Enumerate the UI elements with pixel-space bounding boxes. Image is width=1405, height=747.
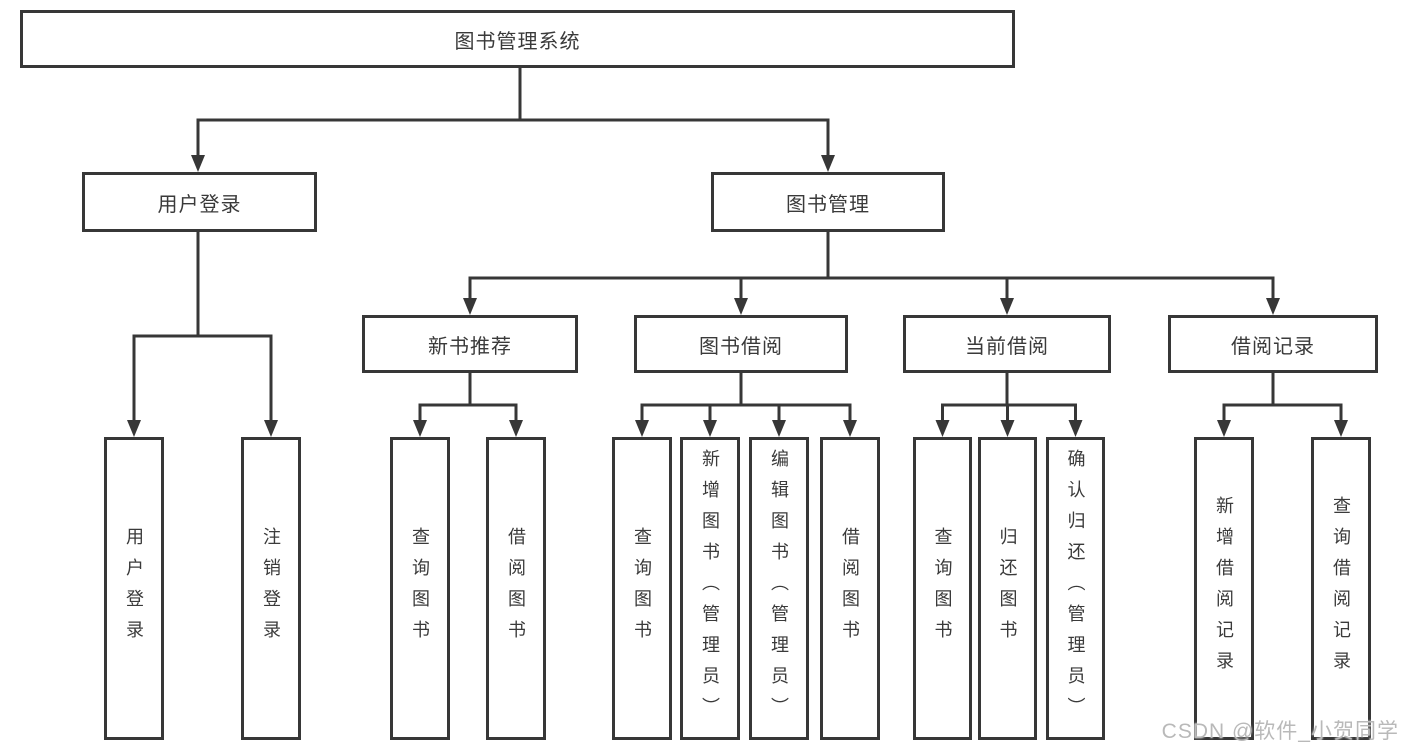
node-label: 用户登录	[157, 193, 242, 216]
node-borrowing-records: 借阅记录	[1168, 315, 1378, 373]
leaf-current-query-books: 查询图书	[913, 437, 972, 740]
node-label: 图书管理	[786, 193, 870, 216]
leaf-user-login: 用户登录	[104, 437, 164, 740]
node-label: 编辑图书（管理员）	[769, 449, 789, 728]
node-book-borrowing: 图书借阅	[634, 315, 848, 373]
node-label: 确认归还（管理员）	[1065, 449, 1086, 728]
node-label: 借阅记录	[1231, 335, 1315, 358]
node-label: 新增借阅记录	[1214, 495, 1234, 682]
node-label: 新书推荐	[428, 335, 512, 358]
leaf-records-add-record: 新增借阅记录	[1194, 437, 1254, 740]
node-label: 当前借阅	[965, 335, 1049, 358]
node-label: 图书借阅	[699, 335, 783, 358]
leaf-borrowing-query-books: 查询图书	[612, 437, 672, 740]
leaf-borrowing-add-books-admin: 新增图书（管理员）	[680, 437, 740, 740]
node-user-login-branch: 用户登录	[82, 172, 317, 232]
leaf-newbooks-query-books: 查询图书	[390, 437, 450, 740]
leaf-borrowing-edit-books-admin: 编辑图书（管理员）	[749, 437, 809, 740]
node-system-root: 图书管理系统	[20, 10, 1015, 68]
node-label: 归还图书	[997, 526, 1018, 651]
leaf-records-query-record: 查询借阅记录	[1311, 437, 1371, 740]
leaf-logout: 注销登录	[241, 437, 301, 740]
leaf-borrowing-borrow-books: 借阅图书	[820, 437, 880, 740]
node-label: 用户登录	[124, 526, 144, 651]
node-label: 查询图书	[932, 526, 953, 651]
node-label: 图书管理系统	[454, 30, 581, 53]
node-label: 借阅图书	[506, 526, 526, 651]
csdn-watermark: CSDN @软件_小贺同学	[1161, 720, 1399, 743]
leaf-current-confirm-return-admin: 确认归还（管理员）	[1046, 437, 1105, 740]
node-label: 查询借阅记录	[1331, 495, 1351, 682]
node-label: 借阅图书	[840, 526, 860, 651]
leaf-current-return-books: 归还图书	[978, 437, 1037, 740]
node-book-management: 图书管理	[711, 172, 945, 232]
node-label: 注销登录	[261, 526, 281, 651]
node-new-book-recommend: 新书推荐	[362, 315, 578, 373]
node-current-borrowing: 当前借阅	[903, 315, 1111, 373]
node-label: 新增图书（管理员）	[700, 449, 720, 728]
node-label: 查询图书	[632, 526, 652, 651]
leaf-newbooks-borrow-books: 借阅图书	[486, 437, 546, 740]
node-label: 查询图书	[410, 526, 430, 651]
